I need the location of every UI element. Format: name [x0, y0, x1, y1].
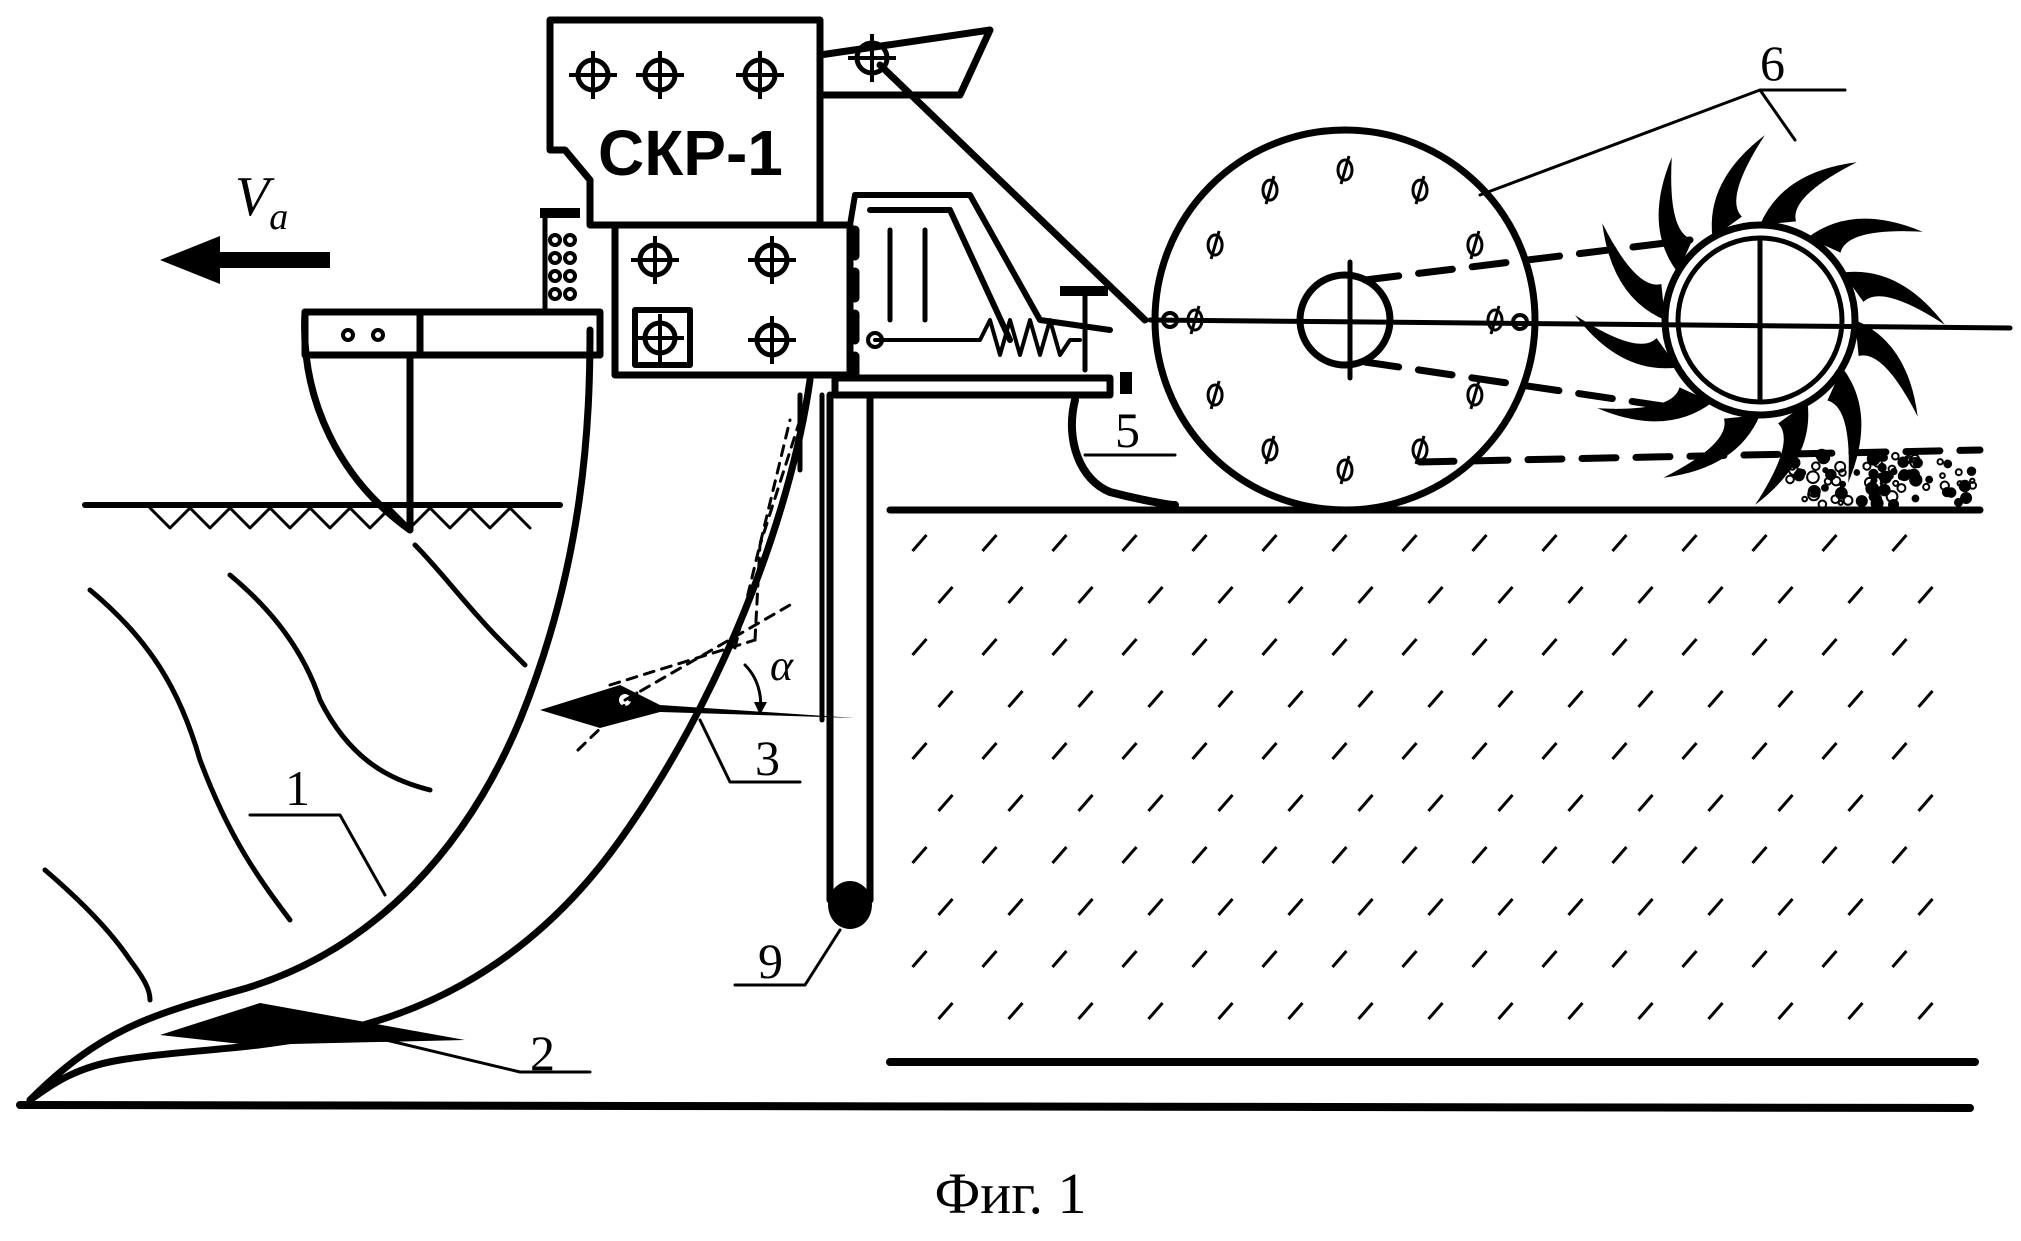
soil-surface: [85, 505, 1980, 528]
velocity-arrow: [160, 236, 330, 284]
machine-body: [305, 20, 1145, 530]
topsoil-hatch-left: [150, 508, 530, 528]
part-label-5: 5: [1115, 402, 1140, 458]
part-label-1: 1: [285, 760, 310, 816]
part-label-9: 9: [758, 933, 783, 989]
machine-label: СКР-1: [598, 117, 783, 189]
spring-stack: [540, 208, 580, 312]
figure-caption: Фиг. 1: [0, 1160, 2021, 1227]
part-label-3: 3: [755, 730, 780, 786]
bottom-furrow-lines: [20, 1062, 1975, 1108]
rotary-tiller: [1665, 225, 1855, 415]
soil-clods: [1786, 450, 1976, 509]
part-label-6: 6: [1760, 35, 1785, 91]
vertical-shank-9: [800, 395, 872, 929]
wing-share-3: [540, 420, 855, 750]
velocity-label: Va: [235, 166, 288, 238]
soil-hatch-right: [913, 535, 1933, 1019]
angle-label: α: [770, 641, 794, 690]
part-label-2: 2: [530, 1025, 555, 1081]
